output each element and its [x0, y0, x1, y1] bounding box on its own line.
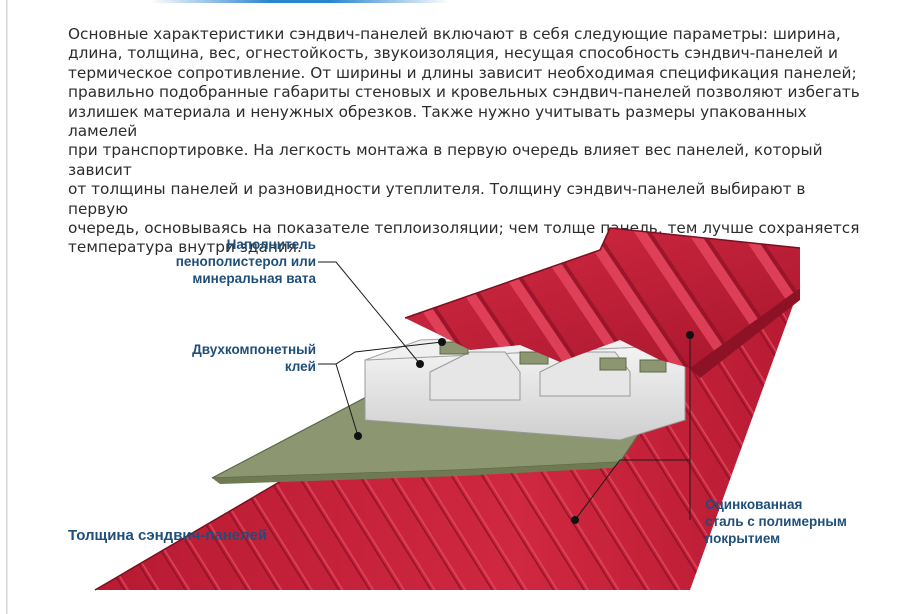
page-edge: [6, 0, 8, 614]
callout-steel-line: покрытием: [705, 531, 781, 546]
callout-steel-line: Оцинкованная: [705, 497, 803, 512]
callout-filler: Наполнитель пенополистерол или минеральн…: [150, 236, 316, 287]
leader-lines: [318, 261, 691, 521]
top-steel-sheet: [404, 227, 801, 378]
paragraph-line: при транспортировке. На легкость монтажа…: [68, 141, 823, 179]
paragraph-line: от толщины панелей и разновидности утепл…: [68, 180, 806, 218]
body-paragraph: Основные характеристики сэндвич-панелей …: [68, 25, 868, 258]
paragraph-line: очередь, основываясь на показателе тепло…: [68, 219, 860, 238]
callout-filler-line: Наполнитель: [226, 237, 316, 252]
paragraph-line: излишек материала и ненужных обрезков. Т…: [68, 102, 807, 141]
callout-glue-line: Двухкомпонетный: [192, 342, 316, 357]
figure-caption: Толщина сэндвич-панелей: [68, 527, 268, 544]
paragraph-line: Основные характеристики сэндвич-панелей …: [68, 25, 841, 43]
paragraph-line: температура внутри здания.: [68, 238, 302, 257]
top-accent-rule: [150, 0, 450, 3]
paragraph-line: термическое сопротивление. От ширины и д…: [68, 63, 857, 82]
callout-filler-line: минеральная вата: [192, 271, 316, 286]
paragraph-line: правильно подобранные габариты стеновых …: [68, 83, 860, 102]
callout-steel: Оцинкованная сталь с полимерным покрытие…: [705, 496, 875, 547]
callout-filler-line: пенополистерол или: [175, 254, 316, 269]
paragraph-line: длина, толщина, вес, огнестойкость, звук…: [68, 44, 838, 63]
callout-glue-line: клей: [284, 359, 316, 374]
callout-steel-line: сталь с полимерным: [705, 514, 847, 529]
leader-dots: [354, 331, 694, 524]
callout-glue: Двухкомпонетный клей: [150, 341, 316, 375]
